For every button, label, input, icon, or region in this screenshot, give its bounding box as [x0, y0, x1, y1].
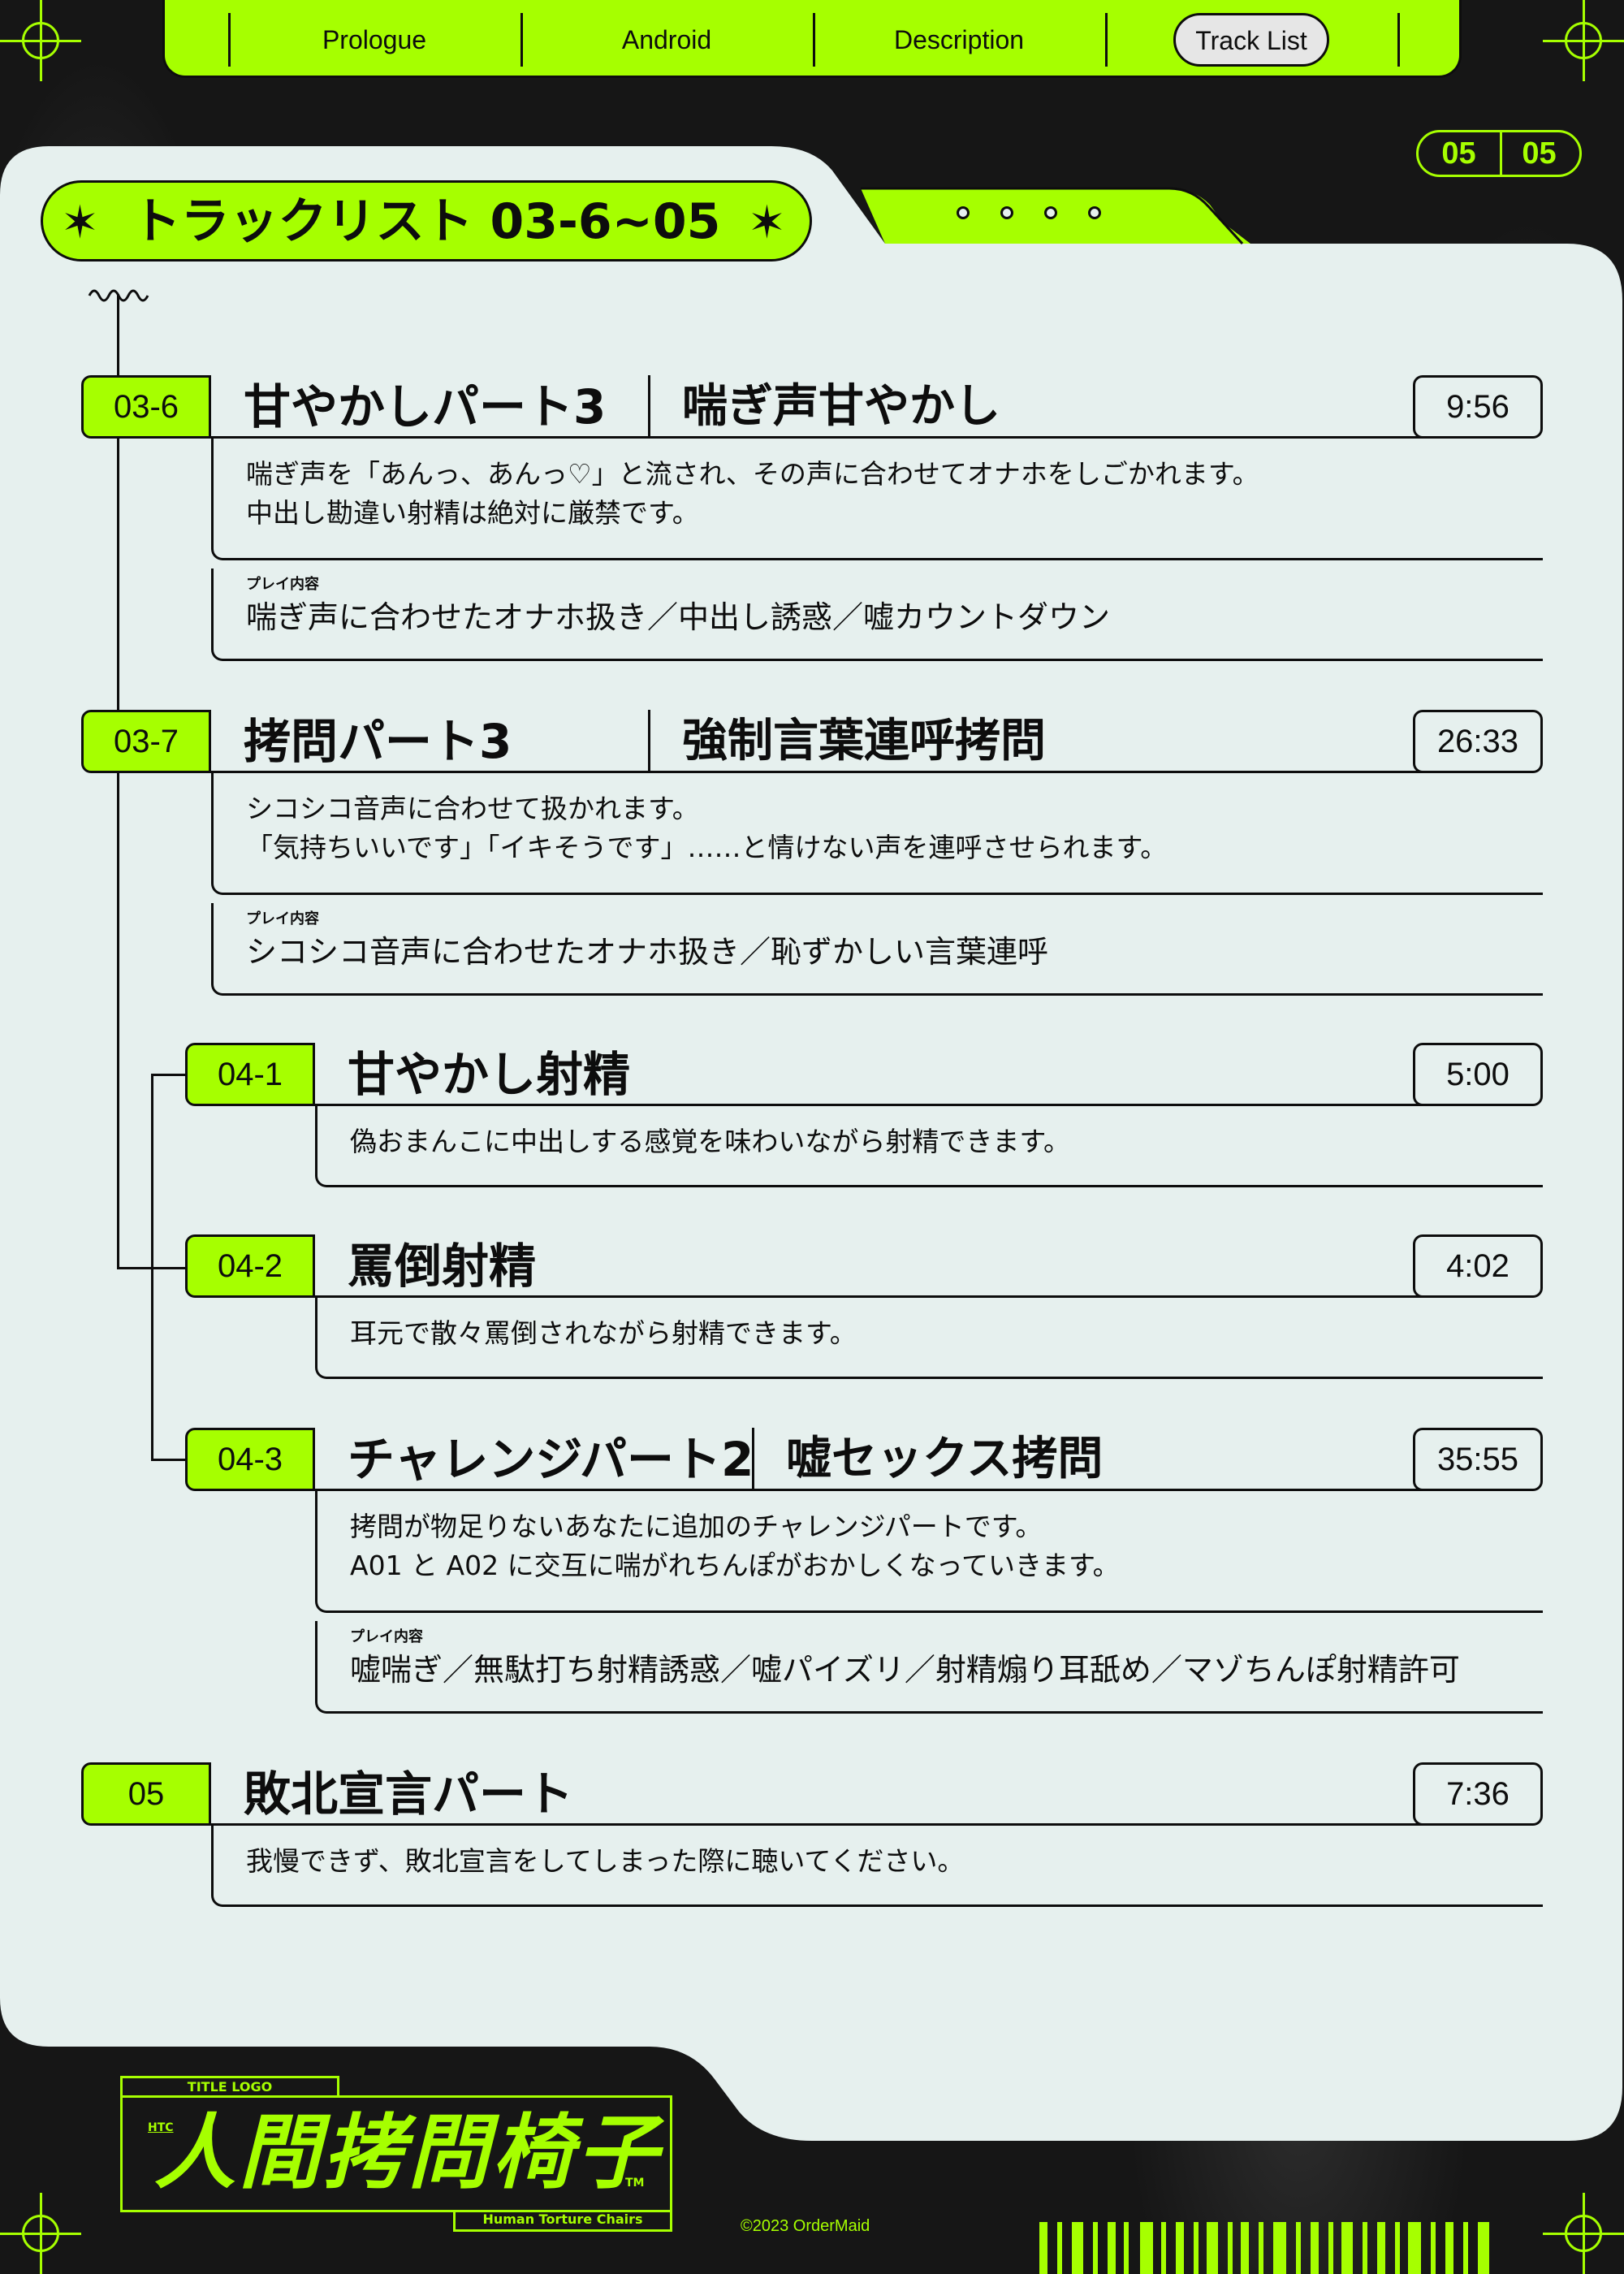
title-logo: [120, 2095, 672, 2212]
section-title: ✶ トラックリスト 03-6~05 ✶: [41, 180, 812, 262]
track-number: 04-3: [185, 1428, 315, 1491]
sparkle-icon: ✶: [61, 197, 99, 249]
track-description: 耳元で散々罵倒されながら射精できます。: [315, 1298, 1543, 1379]
timeline-line: [151, 1074, 187, 1076]
track-play-content: プレイ内容 喘ぎ声に合わせたオナホ扱き／中出し誘惑／嘘カウントダウン: [211, 568, 1543, 661]
timeline-line: [151, 1459, 187, 1461]
timeline-line: [117, 294, 119, 1269]
logo-htc-mark: HTC: [148, 2121, 174, 2134]
track-number: 03-6: [81, 375, 211, 439]
track-play-content: プレイ内容 シコシコ音声に合わせたオナホ扱き／恥ずかしい言葉連呼: [211, 903, 1543, 996]
track-description: 我慢できず、敗北宣言をしてしまった際に聴いてください。: [211, 1826, 1543, 1907]
track-title: 甘やかし射精: [348, 1047, 631, 1102]
play-value: 喘ぎ声に合わせたオナホ扱き／中出し誘惑／嘘カウントダウン: [246, 599, 1111, 635]
track-title: 敗北宣言パート: [244, 1766, 574, 1822]
nav-item-prologue[interactable]: Prologue: [322, 25, 427, 54]
track-duration: 5:00: [1413, 1043, 1543, 1106]
play-value: 嘘喘ぎ／無駄打ち射精誘惑／嘘パイズリ／射精煽り耳舐め／マゾちんぽ射精許可: [350, 1652, 1460, 1688]
top-nav: Prologue Android Description Track List: [162, 0, 1462, 78]
trademark-mark: TM: [625, 2177, 645, 2190]
crosshair-icon: [1543, 0, 1624, 81]
nav-item-track-list[interactable]: Track List: [1129, 13, 1373, 67]
nav-item-description[interactable]: Description: [893, 25, 1025, 54]
sparkle-icon: ✶: [748, 197, 786, 249]
copyright: ©2023 OrderMaid: [741, 2217, 870, 2235]
track-number: 05: [81, 1762, 211, 1826]
track-subtitle: 嘘セックス拷問: [786, 1433, 1104, 1485]
track-title: 甘やかしパート3: [244, 379, 607, 434]
track-duration: 4:02: [1413, 1234, 1543, 1298]
track-description: 拷問が物足りないあなたに追加のチャレンジパートです。 A01 と A02 に交互…: [315, 1491, 1543, 1613]
crosshair-icon: [1543, 2193, 1624, 2274]
nav-item-android[interactable]: Android: [621, 25, 712, 54]
play-label: プレイ内容: [246, 576, 319, 593]
logo-tab-label: TITLE LOGO: [120, 2076, 339, 2097]
track-description: シコシコ音声に合わせて扱かれます。 「気持ちいいです」「イキそうです」……と情け…: [211, 773, 1543, 895]
crosshair-icon: [0, 2193, 81, 2274]
track-number: 04-2: [185, 1234, 315, 1298]
track-duration: 26:33: [1413, 710, 1543, 773]
timeline-line: [151, 1074, 153, 1460]
track-duration: 35:55: [1413, 1428, 1543, 1491]
page-total: 05: [1522, 136, 1557, 171]
play-label: プレイ内容: [350, 1628, 423, 1645]
logo-subtitle: Human Torture Chairs: [453, 2211, 672, 2232]
track-subtitle: 喘ぎ声甘やかし: [682, 380, 1000, 433]
crosshair-icon: [0, 0, 81, 81]
page-title: トラックリスト 03-6~05: [132, 193, 721, 250]
track-duration: 9:56: [1413, 375, 1543, 439]
track-description: 偽おまんこに中出しする感覚を味わいながら射精できます。: [315, 1106, 1543, 1187]
play-value: シコシコ音声に合わせたオナホ扱き／恥ずかしい言葉連呼: [246, 934, 1049, 970]
page-counter: 05 05: [1416, 130, 1582, 177]
barcode-graphic: [1039, 2222, 1494, 2274]
track-title: 罵倒射精: [348, 1239, 537, 1294]
track-duration: 7:36: [1413, 1762, 1543, 1826]
logo-wordmark: 人間拷問椅子: [154, 2105, 661, 2200]
track-number: 04-1: [185, 1043, 315, 1106]
track-description: 喘ぎ声を「あんっ、あんっ♡」と流され、その声に合わせてオナホをしごかれます。 中…: [211, 439, 1543, 560]
track-number: 03-7: [81, 710, 211, 773]
track-title: チャレンジパート2: [348, 1432, 754, 1487]
track-play-content: プレイ内容 嘘喘ぎ／無駄打ち射精誘惑／嘘パイズリ／射精煽り耳舐め／マゾちんぽ射精…: [315, 1621, 1543, 1714]
track-subtitle: 強制言葉連呼拷問: [682, 715, 1046, 767]
track-title: 拷問パート3: [244, 714, 512, 769]
play-label: プレイ内容: [246, 910, 319, 927]
page-current: 05: [1441, 136, 1476, 171]
